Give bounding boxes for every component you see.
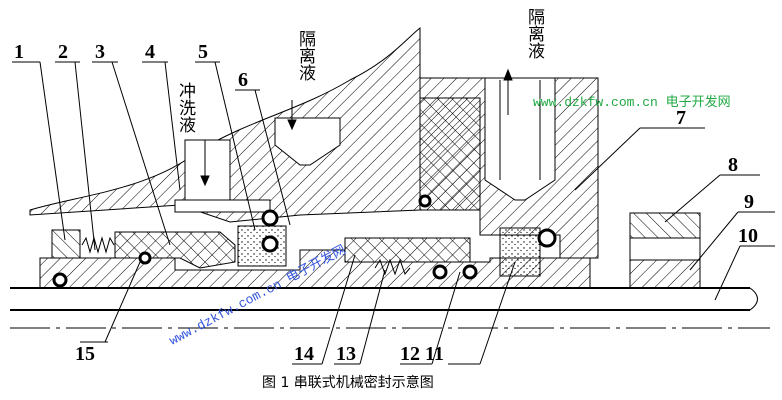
label-4: 4 [145, 41, 155, 63]
label-6: 6 [238, 69, 248, 91]
label-7: 7 [676, 107, 686, 129]
shaft-10 [10, 287, 770, 329]
label-14: 14 [294, 343, 314, 365]
part-1 [51, 229, 81, 259]
label-13: 13 [336, 343, 356, 365]
figure-caption: 图 1 串联式机械密封示意图 [262, 374, 434, 391]
part-8 [629, 212, 701, 239]
label-3: 3 [95, 41, 105, 63]
barrier-port-right [484, 77, 556, 201]
part-14 [344, 237, 471, 263]
label-9: 9 [744, 191, 754, 213]
label-10: 10 [738, 225, 758, 247]
flush-fluid-label: 冲洗液 [175, 82, 196, 133]
part-3 [114, 231, 236, 269]
label-2: 2 [58, 41, 68, 63]
barrier-fluid-label-left: 隔离液 [295, 30, 316, 81]
leader-lines [12, 61, 775, 365]
label-11: 11 [425, 343, 444, 365]
label-1: 1 [14, 41, 24, 63]
o-rings [52, 194, 557, 288]
housing-left [29, 26, 421, 223]
spring-13 [374, 258, 411, 276]
label-8: 8 [728, 154, 738, 176]
barrier-port-left [274, 117, 341, 166]
label-12: 12 [400, 343, 420, 365]
part-9 [629, 259, 701, 289]
barrier-fluid-label-right: 隔离液 [524, 8, 545, 59]
spring-2 [81, 236, 115, 254]
watermark-top: www.dzkfw.com.cn 电子开发网 [533, 94, 731, 110]
label-15: 15 [75, 343, 95, 365]
label-5: 5 [198, 41, 208, 63]
part-11 [499, 227, 541, 277]
flush-port [184, 139, 231, 201]
flow-arrows [200, 68, 513, 187]
